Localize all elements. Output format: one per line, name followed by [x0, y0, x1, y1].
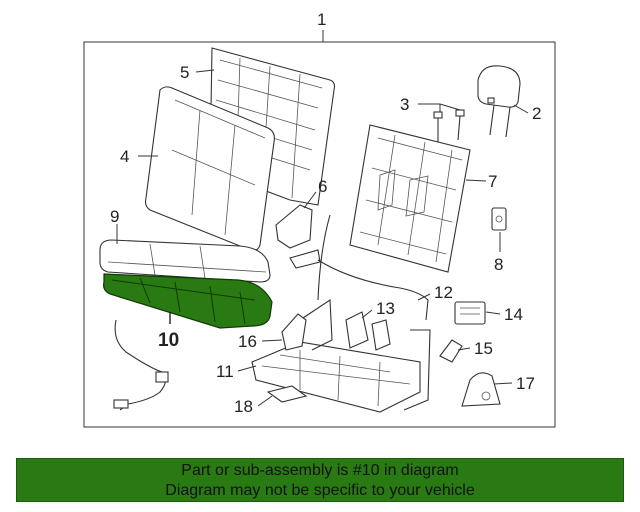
callout-2[interactable]: 2	[532, 104, 541, 123]
callout-16[interactable]: 16	[238, 332, 257, 351]
latch-cover-part-6[interactable]	[275, 204, 321, 269]
pad-part-18[interactable]	[266, 385, 308, 403]
headrest-guides-part-3[interactable]	[433, 109, 465, 142]
banner-line-disclaimer: Diagram may not be specific to your vehi…	[165, 482, 475, 499]
seat-cushion-frame-part-10[interactable]	[103, 273, 273, 329]
callout-11[interactable]: 11	[216, 362, 234, 381]
callout-3[interactable]: 3	[400, 95, 409, 114]
headrest-part-2[interactable]	[477, 65, 521, 138]
module-part-14[interactable]	[454, 301, 486, 325]
callout-15[interactable]: 15	[474, 339, 493, 358]
callout-18[interactable]: 18	[234, 397, 253, 416]
clip-part-8[interactable]	[491, 207, 507, 231]
latch-part-13[interactable]	[345, 311, 391, 351]
callout-10[interactable]: 10	[158, 330, 179, 351]
hinge-cover-part-17[interactable]	[461, 372, 501, 407]
callout-leaders	[116, 69, 529, 407]
seat-cushion-part-9[interactable]	[99, 239, 271, 283]
seat-back-cushion-part-4[interactable]	[144, 86, 275, 251]
callout-12[interactable]: 12	[434, 283, 453, 302]
callout-17[interactable]: 17	[516, 374, 535, 393]
bracket-part-15[interactable]	[439, 339, 463, 363]
banner-line-part-number: Part or sub-assembly is #10 in diagram	[181, 462, 459, 479]
seat-back-panel-part-7[interactable]	[349, 124, 471, 273]
callout-6[interactable]: 6	[318, 177, 327, 196]
trim-cover-part-16[interactable]	[281, 313, 307, 351]
seat-frame-part-11[interactable]	[251, 299, 431, 413]
callout-8[interactable]: 8	[494, 255, 503, 274]
callout-4[interactable]: 4	[120, 147, 129, 166]
info-banner: Part or sub-assembly is #10 in diagram D…	[16, 458, 624, 502]
release-cable-part-12[interactable]	[317, 214, 429, 321]
callout-1[interactable]: 1	[317, 10, 326, 29]
callout-5[interactable]: 5	[180, 63, 189, 82]
callout-labels: 2 3 4 5 6 7 8 9 10 11 12 13 14 15 16 17 …	[110, 63, 541, 416]
wiring-harness	[113, 319, 169, 411]
callout-13[interactable]: 13	[376, 299, 395, 318]
callout-14[interactable]: 14	[504, 305, 523, 324]
callout-7[interactable]: 7	[488, 172, 497, 191]
callout-9[interactable]: 9	[110, 207, 119, 226]
parts-diagram: 1	[83, 10, 556, 428]
assembly-bracket: 1	[83, 10, 556, 428]
